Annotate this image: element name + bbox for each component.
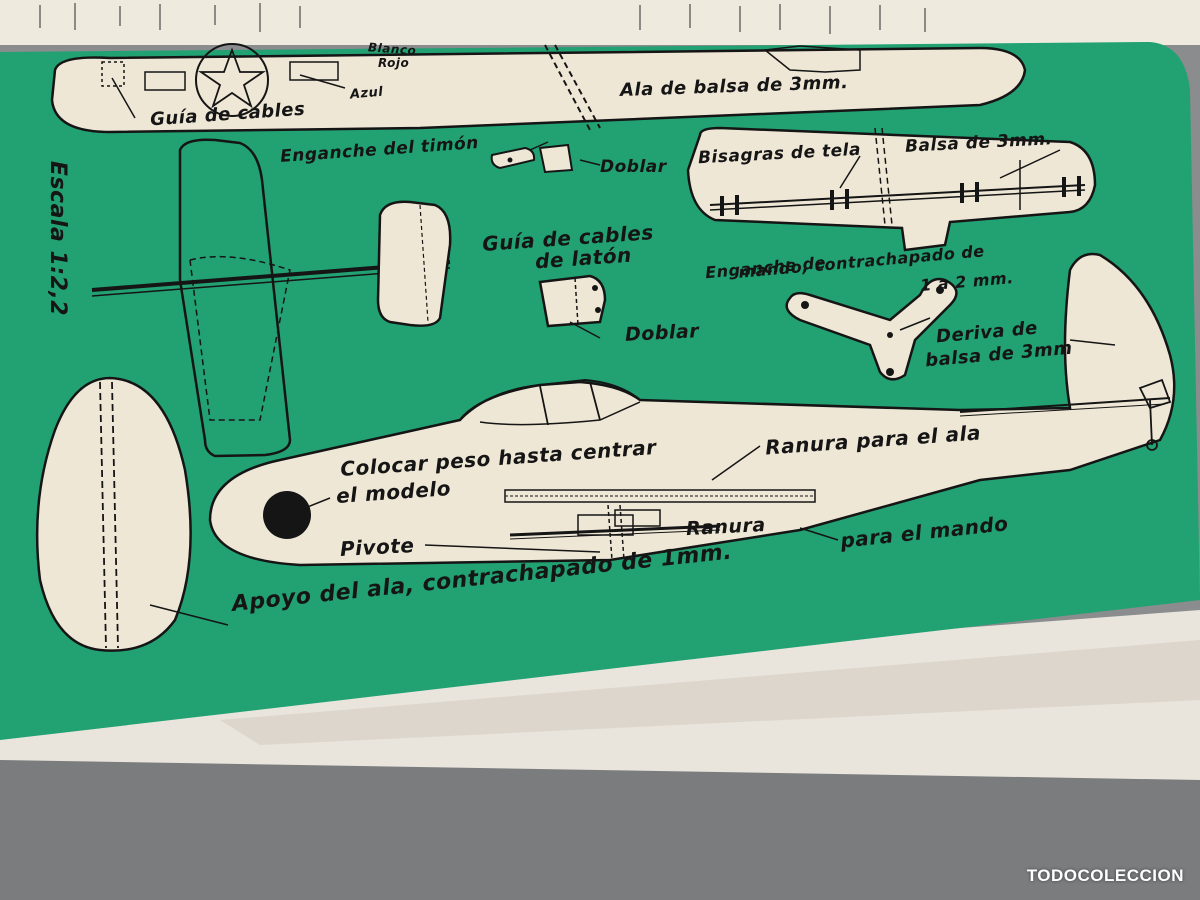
label-pivote: Pivote — [339, 533, 415, 561]
bellcrank-part — [785, 277, 958, 381]
top-view-wing — [178, 138, 292, 458]
top-page-text-lines — [39, 3, 926, 34]
watermark-text: TODOCOLECCION — [1026, 866, 1184, 885]
label-rojo: Rojo — [378, 56, 410, 70]
cable-guide-part — [538, 274, 607, 328]
label-doblar-2: Doblar — [624, 320, 700, 346]
label-azul: Azul — [349, 84, 384, 103]
weight-marker — [263, 491, 311, 539]
horizontal-tail-outline — [686, 126, 1097, 252]
wing-support-part — [35, 376, 192, 652]
top-view-tail — [376, 200, 452, 327]
star-roundel-icon — [195, 43, 269, 117]
wing-outline — [50, 46, 1027, 134]
label-ranura: Ranura — [685, 513, 767, 541]
label-doblar-1: Doblar — [600, 157, 667, 177]
top-text-page — [0, 0, 1200, 45]
label-escala: Escala 1:2,2 — [45, 160, 71, 317]
